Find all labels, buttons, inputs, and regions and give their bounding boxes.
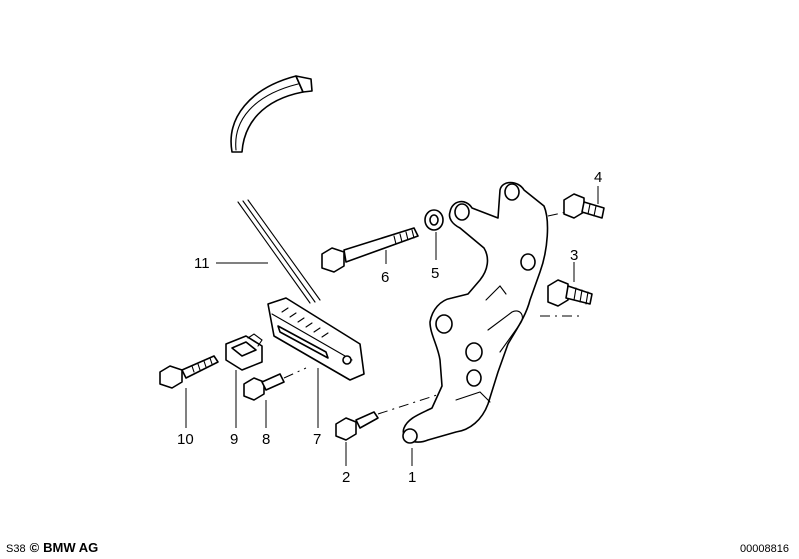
bolt-3 xyxy=(540,262,593,317)
callout-5: 5 xyxy=(431,265,439,282)
bolt-2 xyxy=(335,393,441,466)
long-bolt-6 xyxy=(321,227,419,273)
series-code: S38 xyxy=(6,543,26,555)
washer-5 xyxy=(424,209,444,260)
callout-3: 3 xyxy=(570,247,578,264)
image-number: 00008816 xyxy=(740,543,789,555)
callout-11: 11 xyxy=(194,255,210,272)
callout-8: 8 xyxy=(262,431,270,448)
adjusting-nut xyxy=(225,333,263,428)
callout-7: 7 xyxy=(313,431,321,448)
callout-1: 1 xyxy=(408,469,416,486)
callout-4: 4 xyxy=(594,169,602,186)
v-belt-section xyxy=(237,199,321,304)
copyright-symbol: © xyxy=(29,540,40,555)
company-name: BMW AG xyxy=(43,540,99,555)
callout-6: 6 xyxy=(381,269,389,286)
bolt-4 xyxy=(547,186,605,219)
tensioner-plate xyxy=(267,297,365,428)
callout-10: 10 xyxy=(177,431,194,448)
footer-copyright: S38 © BMW AG xyxy=(6,540,98,555)
callout-2: 2 xyxy=(342,469,350,486)
bolt-8 xyxy=(243,367,307,428)
v-belt xyxy=(230,75,313,153)
callout-9: 9 xyxy=(230,431,238,448)
alternator-bracket xyxy=(402,181,549,466)
bolt-10 xyxy=(159,355,219,428)
